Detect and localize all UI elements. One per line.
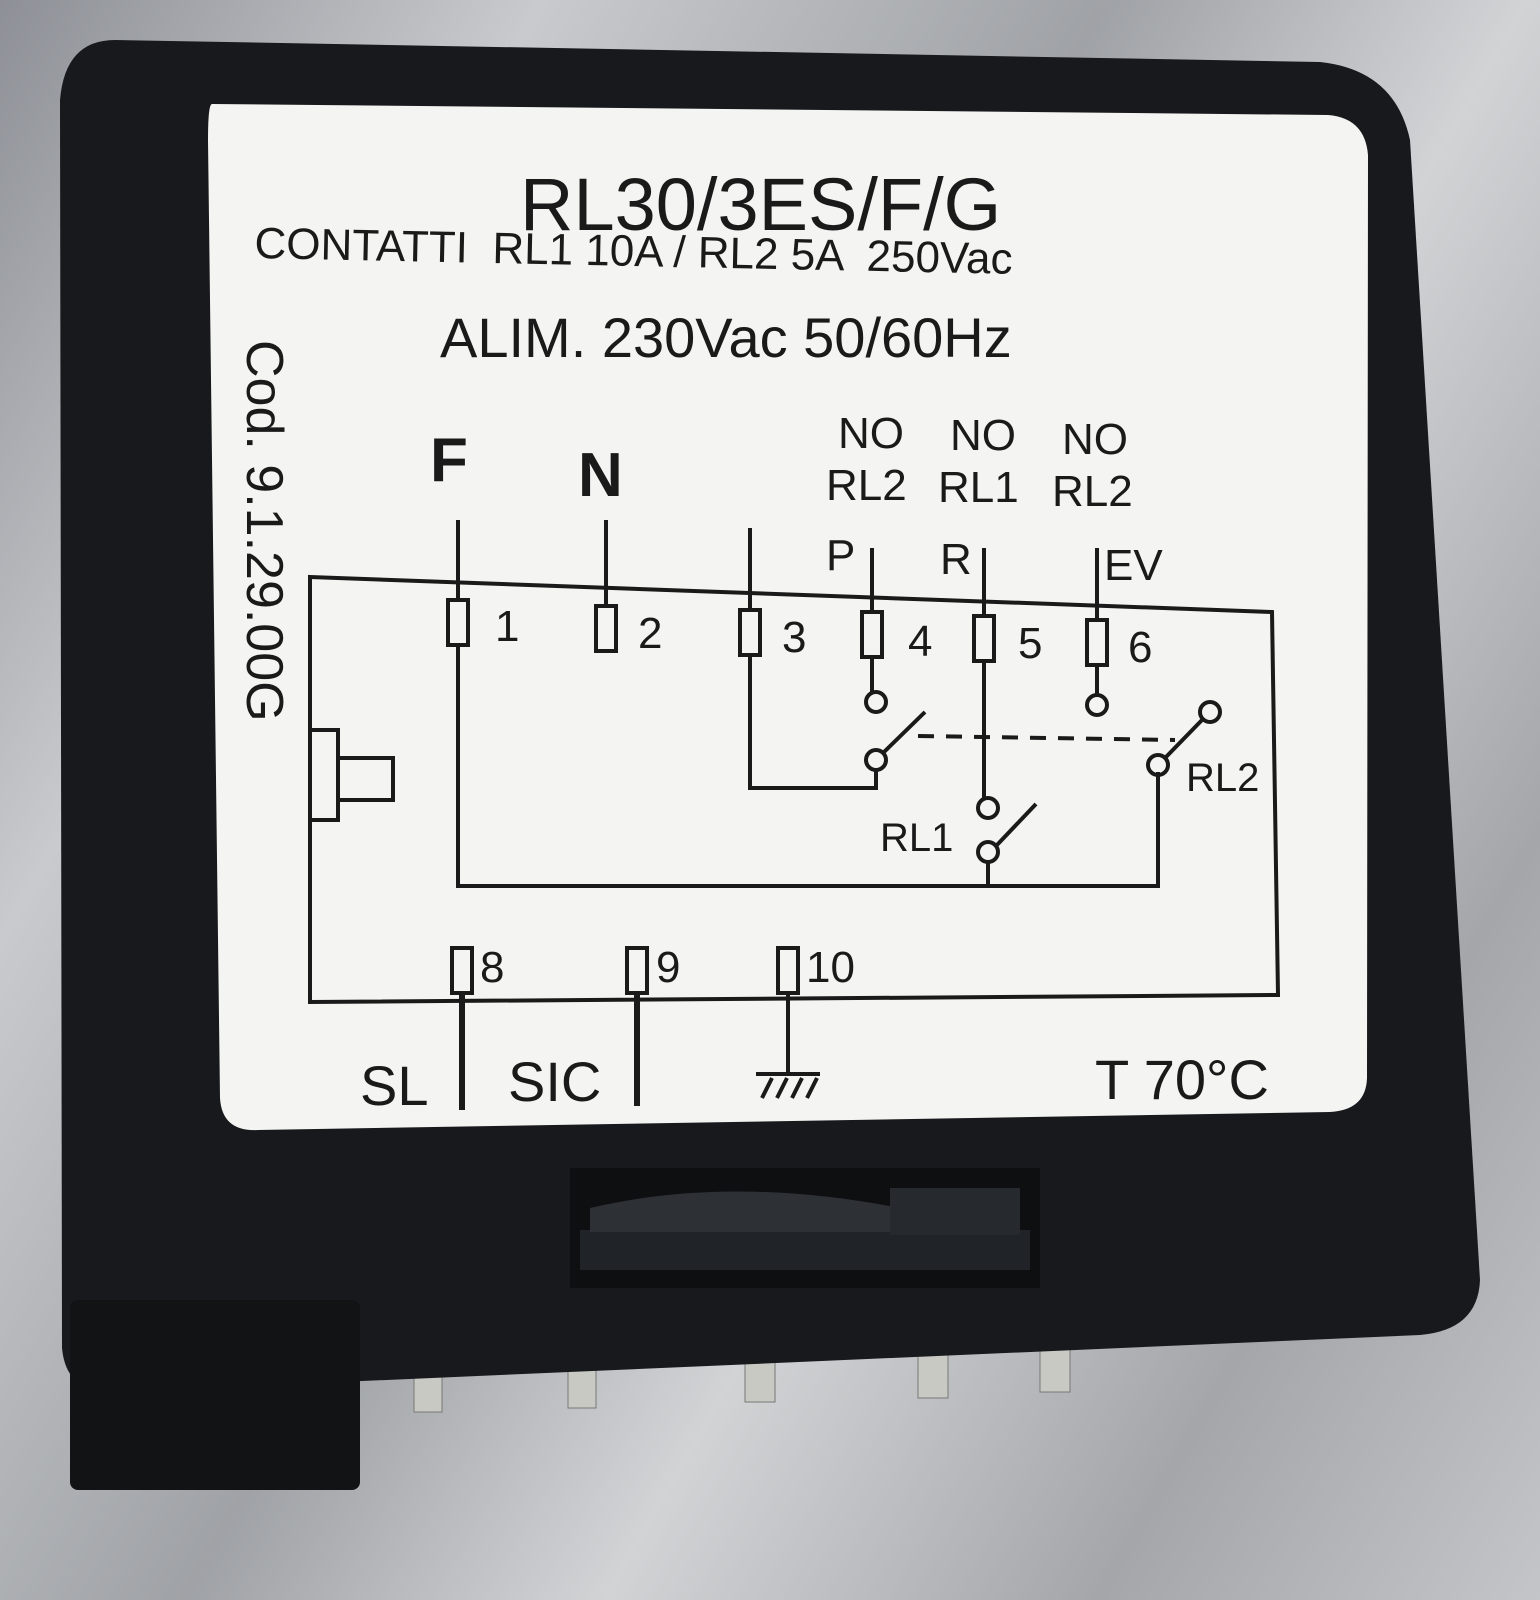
- header-1-relay: RL2: [826, 461, 907, 510]
- contact-5-common: [976, 840, 1000, 864]
- terminal-number-10: 10: [806, 943, 855, 992]
- switch-blade-rl2-left: [882, 710, 927, 754]
- contact-5: [976, 796, 1000, 820]
- power-supply: ALIM. 230Vac 50/60Hz: [440, 306, 1012, 369]
- ground-icon: [756, 1072, 820, 1099]
- wire-3-to-rl2: [748, 655, 878, 790]
- wire-loop: [456, 645, 1160, 888]
- terminal-number-6: 6: [1128, 623, 1153, 672]
- relay-label-rl2: RL2: [1186, 756, 1260, 800]
- header-1-contact: NO: [838, 409, 904, 458]
- latch-tab: [890, 1188, 1020, 1235]
- switch-blade-rl1: [994, 802, 1038, 848]
- terminal-number-4: 4: [908, 617, 933, 666]
- terminal-letter-f: F: [430, 426, 468, 495]
- product-code: Cod. 9.1.29.00G: [235, 340, 293, 722]
- terminal-2: [594, 604, 618, 653]
- model-title: RL30/3ES/F/G: [520, 163, 1002, 246]
- contact-6: [1085, 693, 1109, 717]
- temperature-rating: T 70°C: [1095, 1048, 1269, 1111]
- contact-rl2-common: [1146, 753, 1170, 777]
- header-3-contact: NO: [1062, 415, 1128, 464]
- board-outline: [308, 574, 1281, 1005]
- bottom-label-sl: SL: [360, 1054, 429, 1117]
- contact-rl2-no: [1198, 700, 1222, 724]
- white-label: [208, 104, 1368, 1131]
- header-3-relay: RL2: [1052, 467, 1133, 516]
- latch-ridge: [590, 1191, 900, 1232]
- latch-slot: [580, 1230, 1030, 1270]
- contact-4: [864, 690, 888, 714]
- header-1-output: P: [826, 531, 856, 580]
- header-2-output: R: [940, 535, 972, 584]
- terminal-number-3: 3: [782, 613, 807, 662]
- contact-4-common: [864, 748, 888, 772]
- terminal-number-1: 1: [495, 602, 520, 651]
- terminal-number-8: 8: [480, 943, 505, 992]
- header-3-output: EV: [1104, 541, 1163, 590]
- header-2-contact: NO: [950, 411, 1016, 460]
- terminal-number-5: 5: [1018, 619, 1043, 668]
- switch-blade-rl2-right: [1164, 718, 1204, 759]
- terminal-number-2: 2: [638, 609, 663, 658]
- relay-link: [917, 734, 1176, 742]
- connector-block: [70, 1300, 360, 1490]
- terminal-letter-n: N: [578, 441, 623, 510]
- wiring-diagram: [308, 520, 1281, 1110]
- bottom-label-sic: SIC: [508, 1050, 602, 1113]
- side-connector-tab: [336, 756, 395, 802]
- relay-label-rl1: RL1: [880, 816, 954, 860]
- terminal-number-9: 9: [656, 943, 681, 992]
- header-2-relay: RL1: [938, 463, 1019, 512]
